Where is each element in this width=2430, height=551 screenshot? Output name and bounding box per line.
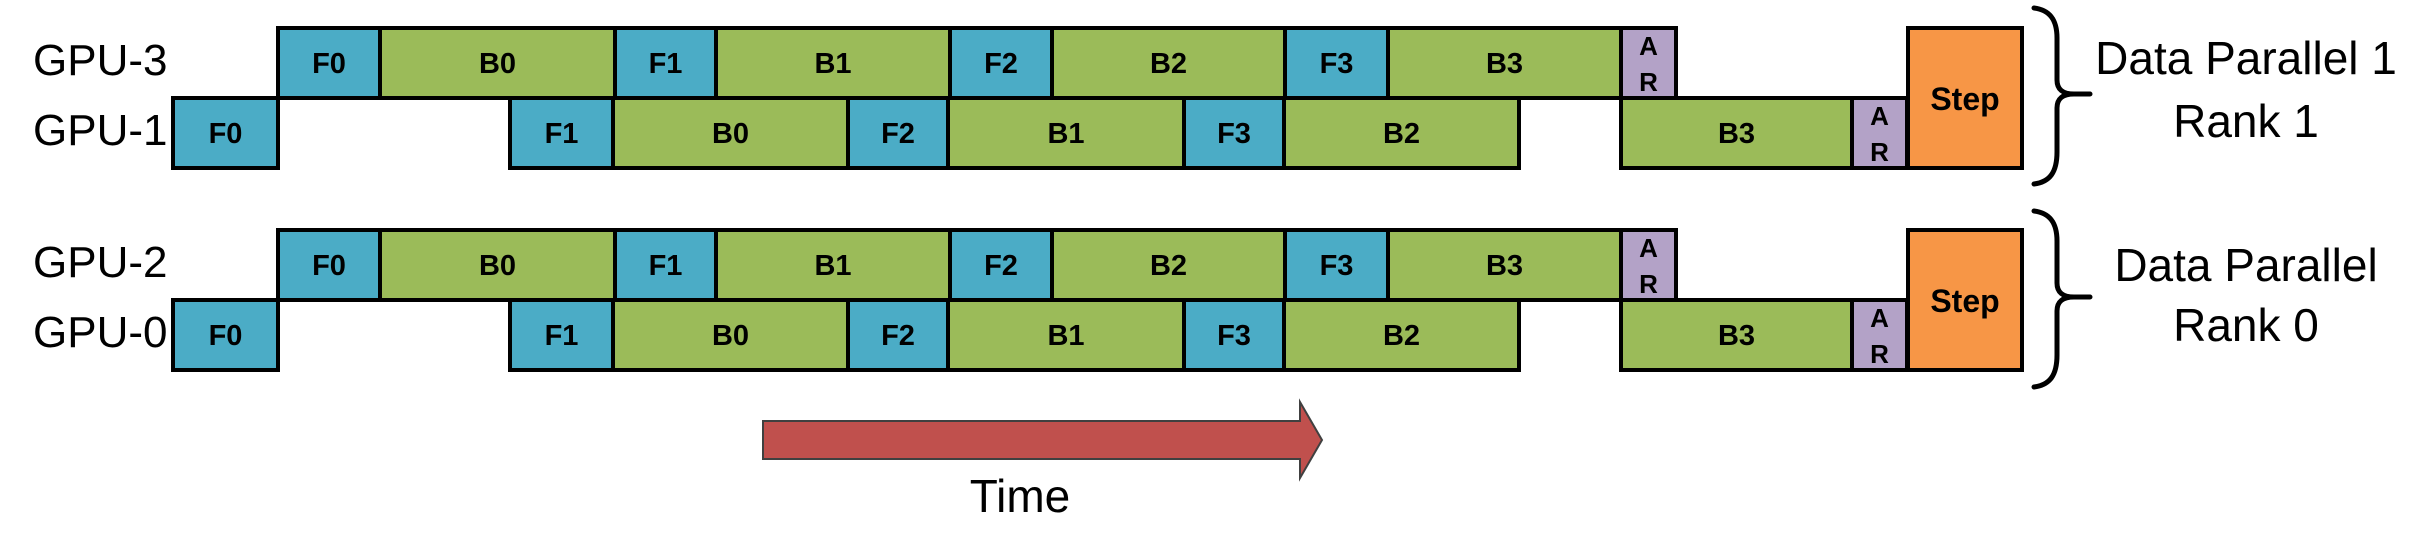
gpu-1-b0-label: B0 xyxy=(712,118,749,150)
gpu-1-b1-label: B1 xyxy=(1047,118,1084,150)
time-arrow-label: Time xyxy=(970,470,1071,522)
gpu-0-ar-block xyxy=(1850,298,1909,372)
gpu-1-f3-label: F3 xyxy=(1217,118,1251,150)
gpu-2-ar-label: R xyxy=(1639,269,1658,299)
gpu-2-b0-block xyxy=(378,228,617,302)
gpu-0-f3-label: F3 xyxy=(1217,320,1251,352)
gpu-0-f1-label: F1 xyxy=(545,320,579,352)
row-label-gpu-1: GPU-1 xyxy=(33,106,167,155)
gpu-3-f0-label: F0 xyxy=(312,48,346,80)
data-parallel-rank-0-step-block xyxy=(1906,228,2024,372)
gpu-2-f0-label: F0 xyxy=(312,250,346,282)
group-label-rank1-line2: Rank 1 xyxy=(2173,95,2319,147)
gpu-1-ar-label: A xyxy=(1870,101,1889,131)
time-arrow-icon xyxy=(762,398,1324,482)
gpu-3-f2-label: F2 xyxy=(984,48,1018,80)
gpu-3-b2-block xyxy=(1050,26,1287,100)
gpu-1-f2-label: F2 xyxy=(881,118,915,150)
gpu-0-f0-block xyxy=(171,298,280,372)
gpu-1-ar-label: R xyxy=(1870,137,1889,167)
gpu-2-ar-label: A xyxy=(1639,233,1658,263)
gpu-3-ar-label: R xyxy=(1639,67,1658,97)
group-label-rank1-line1: Data Parallel 1 xyxy=(2095,32,2397,84)
gpu-2-b1-label: B1 xyxy=(814,250,851,282)
gpu-3-b1-label: B1 xyxy=(814,48,851,80)
group-label-rank0-line2: Rank 0 xyxy=(2173,299,2319,351)
gpu-3-b0-label: B0 xyxy=(479,48,516,80)
gpu-3-f1-label: F1 xyxy=(649,48,683,80)
gpu-1-f0-label: F0 xyxy=(209,118,243,150)
gpu-2-f1-label: F1 xyxy=(649,250,683,282)
gpu-1-b1-block xyxy=(946,96,1186,170)
gpu-1-f1-label: F1 xyxy=(545,118,579,150)
gpu-3-b0-block xyxy=(378,26,617,100)
gpu-1-f2-block xyxy=(846,96,950,170)
row-label-gpu-2: GPU-2 xyxy=(33,238,167,287)
rank-1-brace xyxy=(2031,5,2093,187)
gpu-0-b1-label: B1 xyxy=(1047,320,1084,352)
gpu-0-f2-label: F2 xyxy=(881,320,915,352)
gpu-0-b2-label: B2 xyxy=(1383,320,1420,352)
data-parallel-rank-1-step-block xyxy=(1906,26,2024,170)
gpu-3-ar-label: A xyxy=(1639,31,1658,61)
rank-0-brace xyxy=(2031,208,2093,390)
row-label-gpu-3: GPU-3 xyxy=(33,36,167,85)
gpu-2-f2-label: F2 xyxy=(984,250,1018,282)
data-parallel-rank-1-step-label: Step xyxy=(1930,81,1999,117)
gpu-3-f3-label: F3 xyxy=(1320,48,1354,80)
gpu-0-f3-block xyxy=(1182,298,1286,372)
gpu-0-ar-label: R xyxy=(1870,339,1889,369)
gpu-1-b0-block xyxy=(611,96,850,170)
gpu-2-f3-label: F3 xyxy=(1320,250,1354,282)
gpu-3-f0-block xyxy=(276,26,382,100)
gpu-2-b2-label: B2 xyxy=(1150,250,1187,282)
gpu-0-f0-label: F0 xyxy=(209,320,243,352)
gpu-1-f0-block xyxy=(171,96,280,170)
gpu-0-b2-block xyxy=(1282,298,1521,372)
gpu-3-b3-label: B3 xyxy=(1486,48,1523,80)
gpu-2-b1-block xyxy=(714,228,952,302)
gpu-0-b3-label: B3 xyxy=(1718,320,1755,352)
gpu-0-ar-label: A xyxy=(1870,303,1889,333)
data-parallel-rank-0-step-label: Step xyxy=(1930,283,1999,319)
gpu-0-b0-block xyxy=(611,298,850,372)
gpu-1-b3-label: B3 xyxy=(1718,118,1755,150)
gpu-0-b3-block xyxy=(1619,298,1854,372)
gpu-2-b3-label: B3 xyxy=(1486,250,1523,282)
gpu-2-b0-label: B0 xyxy=(479,250,516,282)
gpu-0-b0-label: B0 xyxy=(712,320,749,352)
gpu-1-b2-block xyxy=(1282,96,1521,170)
gpu-2-b3-block xyxy=(1386,228,1623,302)
group-label-rank0-line1: Data Parallel xyxy=(2114,239,2377,291)
row-label-gpu-0: GPU-0 xyxy=(33,308,167,357)
gpu-2-f0-block xyxy=(276,228,382,302)
gpu-1-b3-block xyxy=(1619,96,1854,170)
gpu-3-b2-label: B2 xyxy=(1150,48,1187,80)
gpu-3-b3-block xyxy=(1386,26,1623,100)
gpu-1-b2-label: B2 xyxy=(1383,118,1420,150)
